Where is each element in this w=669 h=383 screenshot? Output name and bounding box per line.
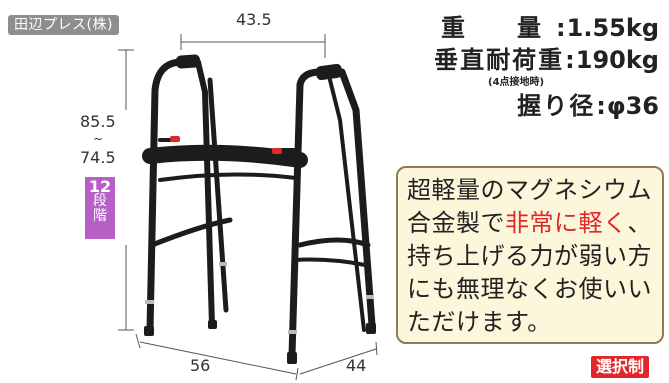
description-box: 超軽量のマグネシウム合金製で非常に軽く、持ち上げる力が弱い方にも無理なくお使いい… bbox=[396, 166, 664, 344]
description-highlight: 非常に軽く bbox=[505, 209, 628, 237]
height-range-tilde: ~ bbox=[93, 132, 104, 146]
spec-grip: 握り径:φ36 bbox=[517, 86, 659, 121]
height-dimension-line bbox=[118, 49, 134, 331]
width-value: 43.5 bbox=[236, 10, 272, 29]
spec-weight-value: 1.55kg bbox=[566, 14, 659, 42]
description-text-1: 超軽量のマグネシウム合金製で bbox=[407, 176, 652, 237]
spec-load: 垂直耐荷重:190kg bbox=[434, 40, 659, 75]
maker-label: 田辺プレス(株) bbox=[8, 15, 119, 35]
spec-weight-label: 重 量 bbox=[441, 14, 556, 42]
spec-weight-sep: : bbox=[556, 14, 566, 42]
selection-system-badge: 選択制 bbox=[591, 356, 650, 378]
description-text-2: 、持ち上げる力が弱い方にも無理なくお使いいただけます。 bbox=[407, 209, 652, 336]
height-min-value: 74.5 bbox=[80, 148, 116, 167]
grip-handles bbox=[175, 54, 343, 81]
spec-load-note: (4点接地時) bbox=[488, 77, 545, 88]
spec-load-sep: : bbox=[565, 46, 575, 74]
walker-frame bbox=[142, 58, 376, 359]
spec-grip-label: 握り径 bbox=[517, 92, 596, 120]
leg-feet bbox=[144, 320, 376, 364]
spec-grip-sep: : bbox=[596, 92, 606, 120]
adjust-steps-badge: 12 段 階 bbox=[85, 177, 115, 239]
width-dimension-line bbox=[180, 34, 326, 58]
steps-char-1: 段 bbox=[93, 193, 107, 209]
spec-load-label: 垂直耐荷重 bbox=[434, 46, 565, 74]
depth-dimension-line bbox=[135, 333, 378, 381]
steps-char-2: 階 bbox=[93, 208, 107, 224]
depth-front-value: 56 bbox=[190, 356, 211, 375]
spec-weight: 重 量:1.55kg bbox=[441, 8, 659, 43]
height-max-value: 85.5 bbox=[80, 112, 116, 131]
release-levers bbox=[170, 136, 282, 154]
spec-load-value: 190kg bbox=[575, 46, 659, 74]
spec-grip-value: φ36 bbox=[606, 92, 659, 120]
steps-number: 12 bbox=[88, 177, 112, 196]
depth-side-value: 44 bbox=[346, 356, 367, 375]
leg-adjusters bbox=[145, 262, 374, 334]
